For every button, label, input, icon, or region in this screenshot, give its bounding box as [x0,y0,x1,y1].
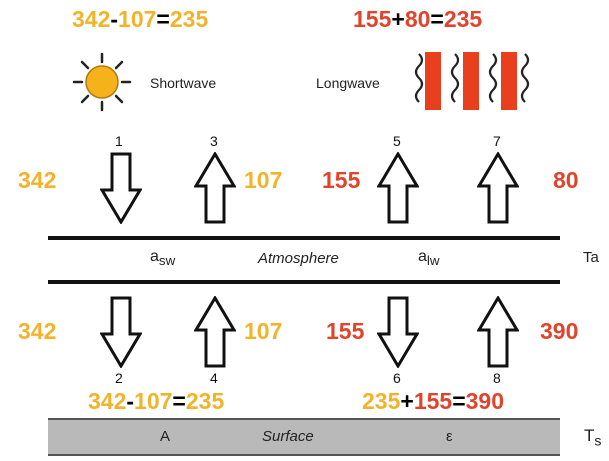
arrow-8-index: 8 [493,370,501,386]
sw-term-1: 342 [88,388,127,414]
longwave-radiation-icon [413,48,531,119]
arrow-up-icon [194,152,236,224]
arrow-5-index: 5 [393,133,401,149]
surface-layer [48,418,560,456]
arrow-7-index: 7 [493,133,501,149]
arrow-1-index: 1 [115,133,123,149]
arrow-up-icon [477,152,519,224]
surface-label: Surface [262,428,314,445]
plus-sign: + [400,388,414,414]
plus-sign: + [391,6,405,32]
equals-sign: = [172,388,186,414]
arrow-up-icon [377,152,419,224]
surface-temp-subscript: s [594,433,602,450]
bottom-shortwave-equation: 342-107=235 [88,388,224,415]
atmosphere-bottom-line [48,280,560,284]
a-sw-subscript: sw [158,253,176,269]
lw-term-1: 155 [353,6,392,32]
value-155-down: 155 [326,318,365,344]
arrow-up-icon [477,296,519,368]
a-lw-subscript: lw [426,253,440,269]
longwave-label: Longwave [316,75,380,91]
atmosphere-label: Atmosphere [258,250,339,267]
lw-term-1: 235 [362,388,401,414]
value-107-reflected: 107 [244,167,283,193]
arrow-up-icon [194,296,236,368]
surface-emissivity: ε [446,428,453,445]
sw-reflected: 107 [118,6,157,32]
lw-result: 390 [465,388,504,414]
arrow-down-icon [100,296,142,368]
equals-sign: = [430,6,444,32]
sw-absorbed: 235 [169,6,209,32]
surface-albedo: A [160,428,171,445]
sun-icon [72,52,132,117]
shortwave-label: Shortwave [150,75,217,91]
surface-temperature: Ts [584,426,601,449]
value-342-surface-in: 342 [18,318,57,344]
lw-term-2: 80 [404,6,431,32]
value-342-incoming: 342 [18,167,57,193]
a-sw-symbol: a [150,248,159,265]
lw-total: 235 [443,6,483,32]
longwave-absorptivity: alw [418,248,440,268]
shortwave-absorptivity: asw [150,248,175,268]
sw-result: 235 [185,388,225,414]
value-155-up: 155 [322,167,361,193]
arrow-6-index: 6 [393,370,401,386]
bottom-longwave-equation: 235+155=390 [362,388,504,415]
arrow-2-index: 2 [115,370,123,386]
arrow-down-icon [100,152,142,224]
arrow-3-index: 3 [210,133,218,149]
value-107-surface-out: 107 [244,318,283,344]
top-shortwave-equation: 342-107=235 [72,6,208,33]
top-longwave-equation: 155+80=235 [353,6,482,33]
sw-term-2: 107 [134,388,173,414]
a-lw-symbol: a [418,248,427,265]
arrow-down-icon [377,296,419,368]
minus-sign: - [126,388,135,414]
value-390-up: 390 [540,318,579,344]
equals-sign: = [452,388,466,414]
value-80-up: 80 [553,167,579,193]
equals-sign: = [156,6,170,32]
lw-term-2: 155 [413,388,453,414]
surface-temp-symbol: T [584,426,595,445]
atmosphere-temperature: Ta [583,249,599,266]
arrow-4-index: 4 [210,370,218,386]
atmosphere-top-line [48,236,560,240]
sw-incoming: 342 [72,6,111,32]
minus-sign: - [110,6,119,32]
